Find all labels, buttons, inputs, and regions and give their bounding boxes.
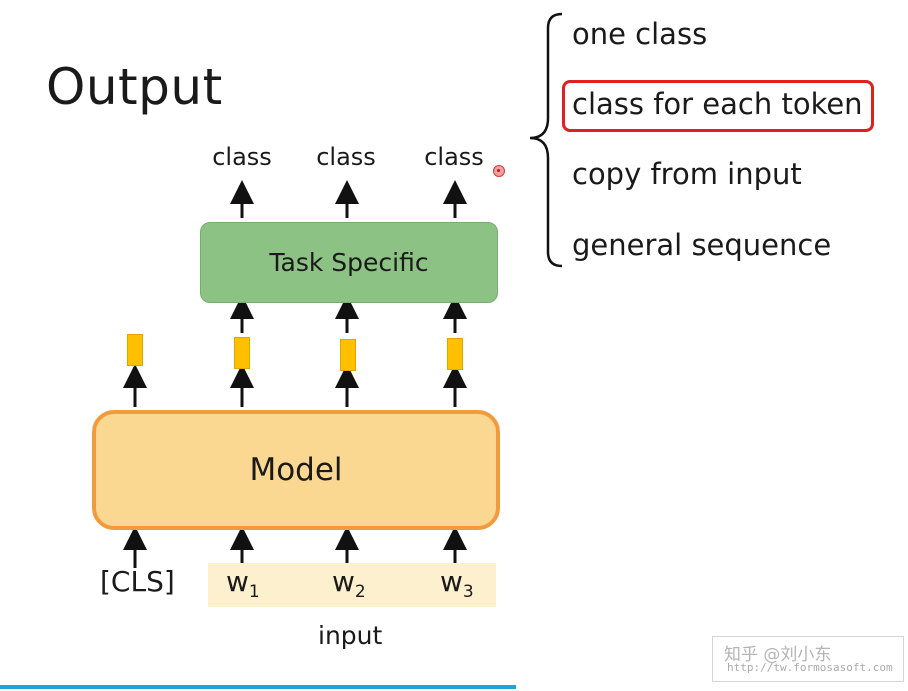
option-one-class: one class	[572, 17, 708, 51]
task-specific-box: Task Specific	[200, 222, 498, 303]
output-vector	[340, 339, 356, 371]
output-class-label: class	[424, 143, 484, 171]
output-vector	[447, 338, 463, 370]
output-vector	[127, 334, 143, 366]
bottom-accent-bar	[0, 685, 516, 689]
model-box: Model	[92, 410, 500, 530]
output-class-label: class	[212, 143, 272, 171]
input-token: w1	[226, 565, 260, 602]
watermark-url: http://tw.formosasoft.com	[727, 661, 893, 674]
curly-brace	[529, 12, 563, 268]
input-token: w3	[440, 565, 474, 602]
slide-title: Output	[46, 58, 223, 116]
watermark-box	[712, 636, 904, 682]
output-class-label: class	[316, 143, 376, 171]
option-general-sequence: general sequence	[572, 228, 832, 262]
option-highlight-box	[562, 80, 874, 132]
option-class-for-each-token: class for each token	[572, 87, 863, 121]
laser-pointer-dot	[493, 165, 505, 177]
option-copy-from-input: copy from input	[572, 157, 802, 191]
input-label: input	[318, 621, 383, 650]
cls-token: [CLS]	[100, 565, 175, 598]
watermark-text: 知乎 @刘小东	[724, 645, 832, 665]
input-token: w2	[332, 565, 366, 602]
output-vector	[234, 337, 250, 369]
input-tokens-background	[208, 563, 496, 607]
